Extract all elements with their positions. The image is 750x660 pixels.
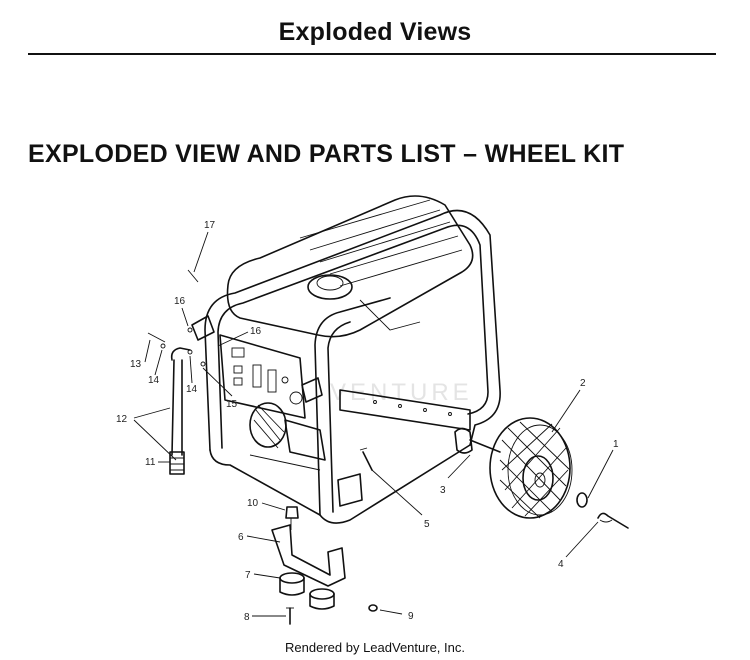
rubber-foot-7 <box>279 572 305 596</box>
control-panel <box>219 334 306 419</box>
callout-9: 9 <box>408 611 414 622</box>
wheel-2 <box>489 417 573 519</box>
section-title: EXPLODED VIEW AND PARTS LIST – WHEEL KIT <box>28 140 625 168</box>
callout-16-upper: 16 <box>174 296 186 307</box>
hairpin-4 <box>597 512 629 529</box>
callout-3: 3 <box>440 485 446 496</box>
callout-10: 10 <box>247 498 259 509</box>
engine <box>249 402 326 471</box>
base-rail <box>337 389 471 507</box>
callout-14-right: 14 <box>186 384 198 395</box>
callout-7: 7 <box>245 570 251 581</box>
page-header-title: Exploded Views <box>278 18 472 46</box>
bolt-5 <box>359 447 373 471</box>
callout-14-left: 14 <box>148 375 160 386</box>
callout-6: 6 <box>238 532 244 543</box>
header-rule <box>28 53 716 55</box>
callout-17: 17 <box>204 220 216 231</box>
nut-10 <box>285 506 299 530</box>
callout-5: 5 <box>424 519 430 530</box>
generator-frame <box>204 209 501 524</box>
foot-bracket-6 <box>271 524 346 587</box>
fuel-tank <box>226 195 474 338</box>
callout-8: 8 <box>244 612 250 623</box>
washer-1 <box>576 492 588 508</box>
callout-11: 11 <box>145 457 156 468</box>
callout-13: 13 <box>130 359 142 370</box>
leader-lines <box>133 231 614 617</box>
rubber-foot-right <box>309 588 335 610</box>
handle-assembly <box>147 269 323 475</box>
axle-bracket <box>454 427 501 454</box>
callout-1: 1 <box>613 439 619 450</box>
nut-9 <box>368 604 378 612</box>
callout-4: 4 <box>558 559 564 570</box>
callout-12: 12 <box>116 414 128 425</box>
callout-15: 15 <box>226 399 238 410</box>
footer-rendered-by: Rendered by LeadVenture, Inc. <box>285 640 465 655</box>
callout-2: 2 <box>580 378 586 389</box>
callout-16-lower: 16 <box>250 326 262 337</box>
bolt-8 <box>286 607 294 625</box>
